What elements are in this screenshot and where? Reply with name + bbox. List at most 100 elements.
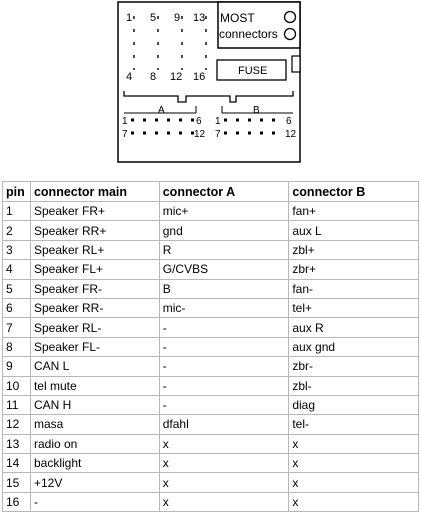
connector-main-cell: CAN H [29,394,160,416]
a-row1-end-label: 6 [196,116,202,127]
pin-number-cell: 2 [2,220,31,241]
connector-b-cell: fan- [288,278,419,299]
connector-main-cell: Speaker FR+ [29,200,160,222]
fuse-box [216,59,287,81]
most-connector-circle-1 [283,10,297,24]
header-connector-b: connector B [288,181,419,202]
connector-main-cell: Speaker FR- [29,278,160,299]
pin-number-cell: 6 [2,297,31,319]
header-connector-a: connector A [158,181,290,202]
pin-number-cell: 4 [2,259,31,280]
pin-number-cell: 7 [2,317,31,338]
connector-main-cell: Speaker RL+ [29,239,160,261]
connector-b-cell: x [288,453,419,474]
main-pin-label-5: 5 [150,12,156,24]
main-pin-label-12: 12 [170,71,182,83]
connector-b-cell: aux R [288,317,419,338]
header-connector-main: connector main [29,181,160,202]
connector-b-cell: zbr+ [288,259,419,280]
connectors-label: connectors [219,27,278,41]
main-pin-label-1: 1 [126,12,132,24]
connector-b-cell: zbr- [288,356,419,377]
pin-number-cell: 16 [2,491,31,513]
connector-b-cell: fan+ [288,200,419,222]
connector-main-cell: tel mute [29,375,160,396]
header-pin: pin [2,181,31,202]
connector-a-cell: G/CVBS [158,259,290,280]
connector-a-cell: - [158,394,290,416]
connector-a-cell: x [158,453,290,474]
connector-a-cell: - [158,356,290,377]
main-pin-label-16: 16 [193,71,205,83]
connector-main-cell: Speaker FL- [29,336,160,358]
section-divider [123,91,294,103]
pin-number-cell: 11 [2,394,31,416]
b-row1-start-label: 1 [215,116,221,127]
fuse-label: FUSE [238,65,267,77]
connector-a-cell: dfahl [158,414,290,435]
pin-number-cell: 9 [2,356,31,377]
section-a-label: A [158,105,165,116]
connector-b-cell: aux L [288,220,419,241]
pin-number-cell: 13 [2,433,31,455]
connector-a-cell: B [158,278,290,299]
connector-a-cell: x [158,472,290,493]
b-row2-start-label: 7 [215,129,221,140]
main-pin-label-9: 9 [174,12,180,24]
connector-a-cell: gnd [158,220,290,241]
connector-main-cell: backlight [29,453,160,474]
connector-a-cell: - [158,375,290,396]
table-header-row: pin connector main connector A connector… [2,181,419,202]
pin-number-cell: 1 [2,200,31,222]
connector-main-cell: radio on [29,433,160,455]
pin-number-cell: 8 [2,336,31,358]
connector-b-cell: tel+ [288,297,419,319]
main-pin-label-4: 4 [126,71,132,83]
connector-b-cell: x [288,433,419,455]
connector-b-cell: diag [288,394,419,416]
connector-a-cell: mic+ [158,200,290,222]
connector-b-cell: zbl+ [288,239,419,261]
connector-main-cell: CAN L [29,356,160,377]
connector-b-cell: zbl- [288,375,419,396]
connector-a-cell: x [158,433,290,455]
connector-main-cell: Speaker RR+ [29,220,160,241]
pinout-table: pin connector main connector A connector… [2,181,419,513]
connector-main-cell: Speaker RL- [29,317,160,338]
a-row1-start-label: 1 [122,116,128,127]
pin-number-cell: 14 [2,453,31,474]
connector-b-cell: tel- [288,414,419,435]
section-b-label: B [253,105,260,116]
pin-number-cell: 15 [2,472,31,493]
pin-number-cell: 3 [2,239,31,261]
pin-number-cell: 10 [2,375,31,396]
connector-main-cell: - [29,491,160,513]
b-row2-end-label: 12 [285,129,297,140]
pin-number-cell: 12 [2,414,31,435]
pin-number-cell: 5 [2,278,31,299]
most-box [217,1,301,49]
a-row2-end-label: 12 [194,129,206,140]
connector-b-cell: aux gnd [288,336,419,358]
main-pin-label-13: 13 [193,12,205,24]
connector-main-cell: +12V [29,472,160,493]
most-connector-circle-2 [283,27,297,41]
a-row2-start-label: 7 [122,129,128,140]
connector-a-cell: - [158,317,290,338]
connector-a-cell: R [158,239,290,261]
connector-b-cell: x [288,491,419,513]
